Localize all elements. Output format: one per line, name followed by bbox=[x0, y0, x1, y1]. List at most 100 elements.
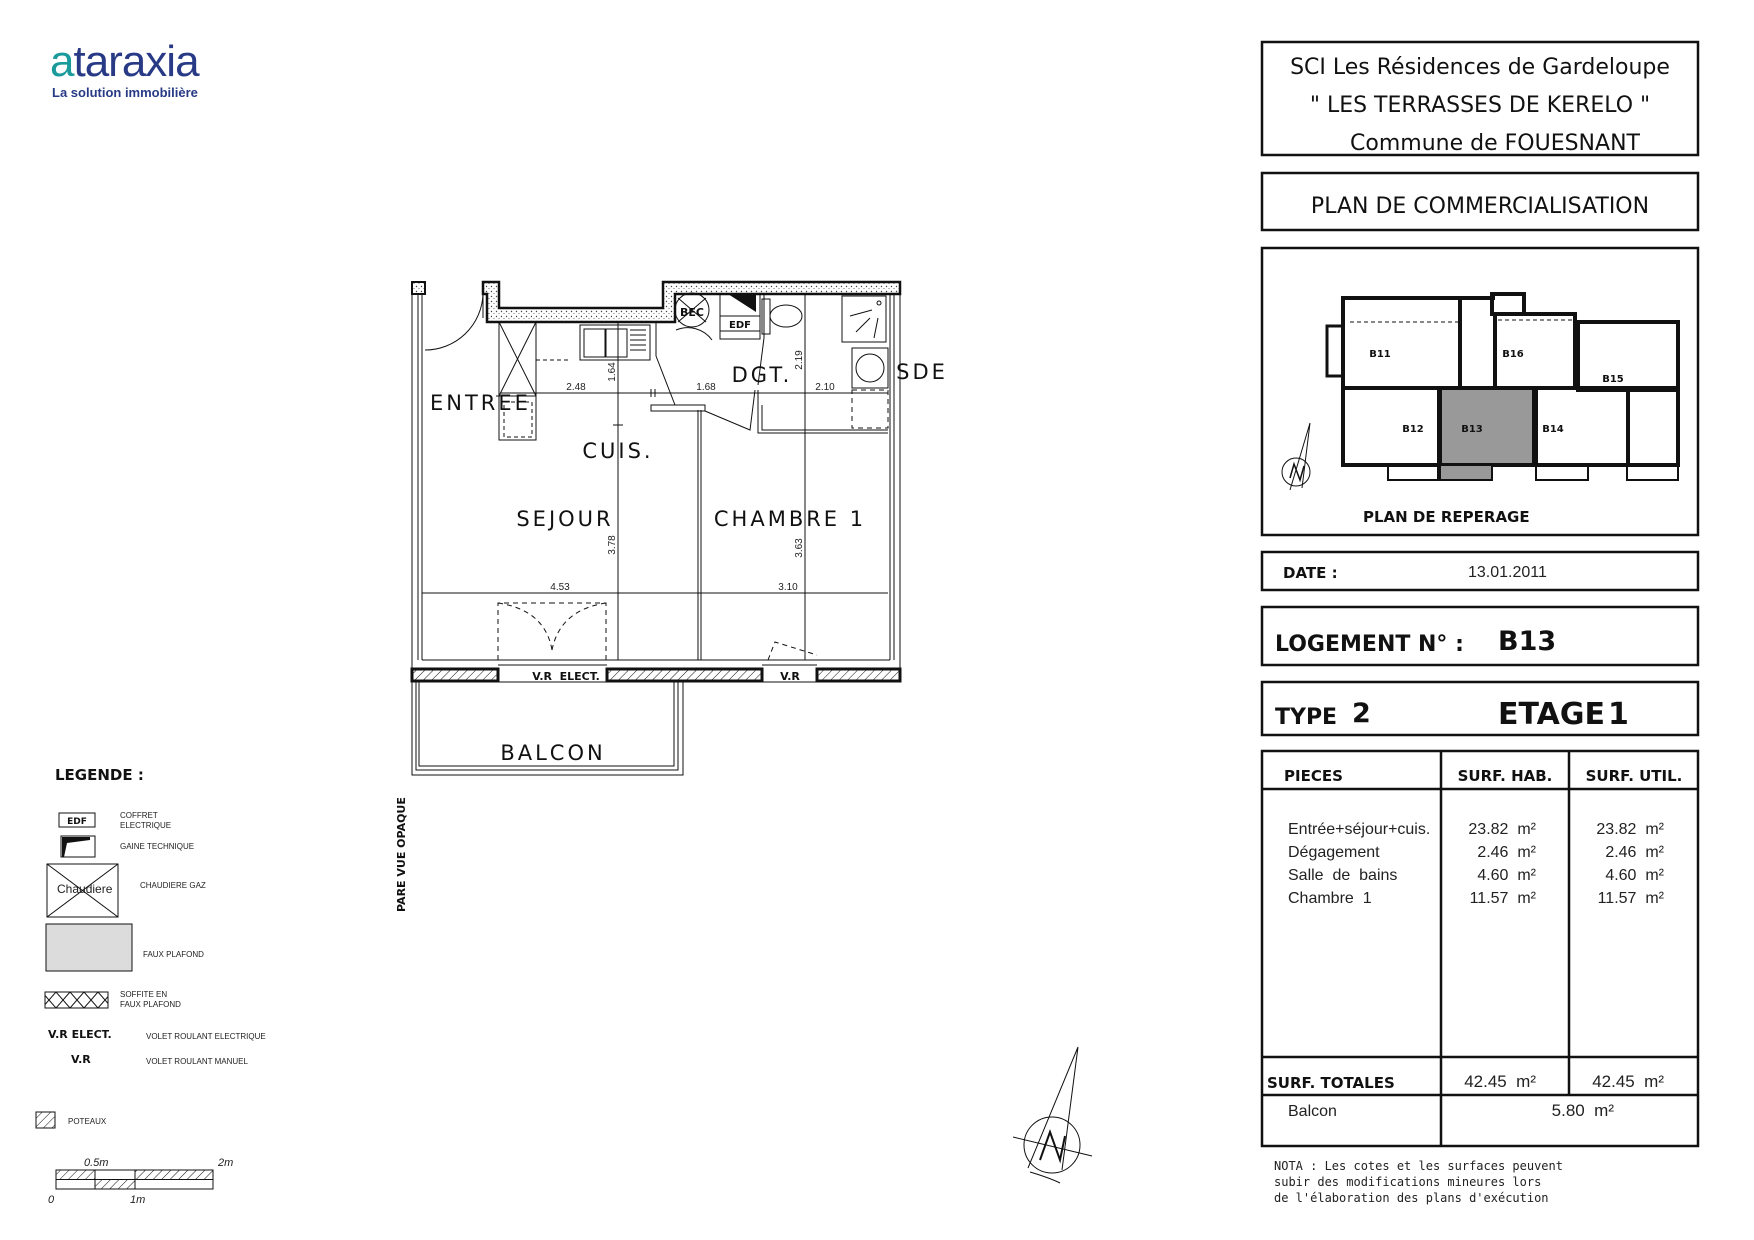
row-util: 4.60 m² bbox=[1605, 867, 1664, 884]
dim-1-68: 1.68 bbox=[696, 382, 716, 393]
plan-title: PLAN DE COMMERCIALISATION bbox=[1311, 194, 1649, 219]
edf-label: EDF bbox=[729, 320, 751, 331]
type-box bbox=[1260, 680, 1700, 737]
logo-tagline: La solution immobilière bbox=[52, 85, 198, 100]
balcon-value: 5.80 m² bbox=[1552, 1101, 1615, 1120]
totals-label: SURF. TOTALES bbox=[1267, 1074, 1395, 1092]
row-piece: Chambre 1 bbox=[1288, 890, 1372, 907]
dim-3-10: 3.10 bbox=[778, 582, 798, 593]
row-hab: 4.60 m² bbox=[1477, 867, 1536, 884]
legend-title: LEGENDE : bbox=[55, 766, 144, 784]
table-row: Entrée+séjour+cuis. 23.82 m² 23.82 m² bbox=[1288, 821, 1665, 838]
room-chambre-1: CHAMBRE 1 bbox=[714, 507, 866, 531]
reperage-title: PLAN DE REPERAGE bbox=[1363, 508, 1530, 526]
legend-faux-plafond: FAUX PLAFOND bbox=[143, 950, 204, 959]
date-label: DATE : bbox=[1283, 564, 1338, 582]
logo-rest: taraxia bbox=[73, 37, 200, 86]
chaudiere-symbol-icon bbox=[46, 863, 119, 918]
scale-0: 0 bbox=[48, 1194, 55, 1206]
type-label: TYPE bbox=[1275, 705, 1337, 730]
dim-2-19: 2.19 bbox=[794, 350, 805, 370]
floor-plan: BEC EDF 2.48 1.68 2.10 4.53 3.10 1.64 3.… bbox=[395, 280, 948, 912]
totals-hab: 42.45 m² bbox=[1464, 1072, 1536, 1091]
type-value: 2 bbox=[1352, 698, 1371, 729]
legend-poteaux: POTEAUX bbox=[68, 1117, 107, 1126]
nota-line: de l'élaboration des plans d'exécution bbox=[1274, 1191, 1549, 1205]
soffite-symbol bbox=[44, 991, 109, 1009]
table-row: Salle de bains 4.60 m² 4.60 m² bbox=[1288, 867, 1665, 884]
dim-3-78: 3.78 bbox=[607, 535, 618, 555]
date-box bbox=[1260, 550, 1700, 592]
nota-line: NOTA : Les cotes et les surfaces peuvent bbox=[1274, 1159, 1563, 1173]
totals-util: 42.45 m² bbox=[1592, 1072, 1664, 1091]
etage-value: 1 bbox=[1608, 697, 1629, 732]
faux-plafond-symbol bbox=[45, 923, 133, 972]
logement-box bbox=[1260, 605, 1700, 667]
plan-de-reperage: B11 B16 B15 B12 B13 B14 PLAN DE REPERAGE bbox=[1260, 246, 1700, 537]
logement-label: LOGEMENT N° : bbox=[1275, 632, 1464, 657]
title-block: SCI Les Résidences de Gardeloupe " LES T… bbox=[1260, 40, 1700, 232]
room-sde: SDE bbox=[896, 360, 948, 384]
unit-label-b14: B14 bbox=[1542, 424, 1564, 435]
room-entree: ENTREE bbox=[430, 391, 531, 415]
pare-vue-opaque-label: PARE VUE OPAQUE bbox=[395, 797, 408, 912]
edf-symbol-icon bbox=[58, 812, 96, 828]
chaudiere-symbol-label: Chaudiere bbox=[57, 882, 113, 896]
scale-2m: 2m bbox=[217, 1157, 233, 1169]
dim-4-53: 4.53 bbox=[550, 582, 570, 593]
gaine-symbol-icon bbox=[60, 835, 96, 858]
reperage-box bbox=[1260, 246, 1700, 537]
plan-title-box bbox=[1260, 171, 1700, 232]
window-vr-label: V.R bbox=[780, 670, 800, 683]
north-arrow-small-icon bbox=[1281, 422, 1311, 491]
room-cuisine: CUIS. bbox=[582, 439, 653, 463]
poteaux-symbol bbox=[35, 1111, 56, 1129]
title-line-2: " LES TERRASSES DE KERELO " bbox=[1310, 93, 1650, 118]
title-line-1: SCI Les Résidences de Gardeloupe bbox=[1290, 55, 1670, 80]
legend-vr: VOLET ROULANT MANUEL bbox=[146, 1057, 249, 1066]
header-surf-util: SURF. UTIL. bbox=[1586, 767, 1683, 785]
legend-gaine: GAINE TECHNIQUE bbox=[120, 842, 194, 851]
row-util: 11.57 m² bbox=[1598, 890, 1665, 907]
room-degagement: DGT. bbox=[732, 363, 793, 387]
title-line-3: Commune de FOUESNANT bbox=[1350, 131, 1640, 156]
bec-boiler-icon bbox=[674, 292, 710, 328]
window-vr-elect-label: V.R ELECT. bbox=[532, 670, 600, 683]
gaine-technique-icon bbox=[728, 294, 756, 312]
row-hab: 11.57 m² bbox=[1470, 890, 1537, 907]
legend-coffret-1: COFFRET bbox=[120, 811, 158, 820]
unit-label-b13: B13 bbox=[1461, 424, 1483, 435]
dim-3-63: 3.63 bbox=[794, 538, 805, 558]
bec-label: BEC bbox=[680, 306, 704, 319]
room-balcon: BALCON bbox=[500, 741, 605, 765]
nota: NOTA : Les cotes et les surfaces peuvent… bbox=[1274, 1159, 1563, 1205]
row-piece: Dégagement bbox=[1288, 844, 1380, 861]
table-row: Dégagement 2.46 m² 2.46 m² bbox=[1288, 844, 1665, 861]
row-piece: Entrée+séjour+cuis. bbox=[1288, 821, 1430, 838]
unit-label-b11: B11 bbox=[1369, 349, 1391, 360]
room-sejour: SEJOUR bbox=[516, 507, 613, 531]
ataraxia-logo: ataraxia La solution immobilière bbox=[50, 37, 201, 100]
row-util: 23.82 m² bbox=[1596, 821, 1664, 838]
dim-2-10: 2.10 bbox=[815, 382, 835, 393]
legend: LEGENDE : EDF COFFRET ELECTRIQUE GAINE T… bbox=[35, 766, 266, 1206]
surfaces-table: PIECES SURF. HAB. SURF. UTIL. Entrée+séj… bbox=[1260, 749, 1700, 1148]
reperage-building bbox=[1325, 292, 1680, 481]
unit-label-b16: B16 bbox=[1502, 349, 1524, 360]
vr-elect-symbol: V.R ELECT. bbox=[48, 1028, 112, 1041]
dim-1-64: 1.64 bbox=[607, 362, 618, 382]
legend-soffite-1: SOFFITE EN bbox=[120, 990, 167, 999]
shower-icon bbox=[841, 295, 887, 343]
edf-symbol-label: EDF bbox=[67, 817, 87, 827]
etage-label: ETAGE bbox=[1498, 697, 1605, 732]
legend-chaudiere: CHAUDIERE GAZ bbox=[140, 881, 206, 890]
date-value: 13.01.2011 bbox=[1468, 564, 1547, 581]
table-row: Chambre 1 11.57 m² 11.57 m² bbox=[1288, 890, 1665, 907]
logement-value: B13 bbox=[1498, 626, 1556, 657]
unit-b13-highlight bbox=[1438, 386, 1536, 467]
scale-0-5m: 0.5m bbox=[84, 1157, 108, 1169]
logo-wordmark: ataraxia bbox=[50, 37, 200, 86]
washbasin-icon bbox=[851, 347, 889, 389]
toilet-icon bbox=[761, 298, 803, 335]
